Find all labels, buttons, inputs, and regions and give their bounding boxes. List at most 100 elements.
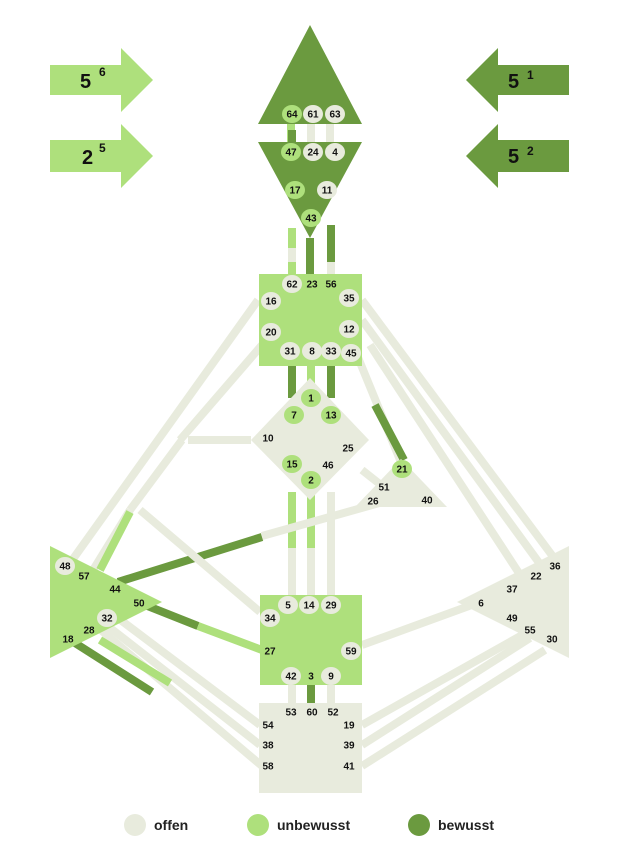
gate-circle xyxy=(317,181,337,199)
channel-segment xyxy=(359,646,548,770)
gate-circle xyxy=(97,609,117,627)
gate-number: 34 xyxy=(264,614,276,625)
arrow-bottom-right-sup: 2 xyxy=(527,144,534,158)
arrows: 5 6 2 5 5 1 5 2 xyxy=(50,48,569,188)
gate-circle xyxy=(301,389,321,407)
gate-number: 51 xyxy=(378,483,390,494)
legend-offen: offen xyxy=(124,812,188,838)
gate-circle xyxy=(282,275,302,293)
gate-number: 63 xyxy=(329,110,341,121)
channel-segment xyxy=(358,297,564,569)
gate-number: 13 xyxy=(325,411,337,422)
channel-segment xyxy=(96,510,134,572)
gate-circle xyxy=(321,596,341,614)
gate-number: 52 xyxy=(327,708,339,719)
gate-circle xyxy=(282,455,302,473)
gate-circle xyxy=(285,181,305,199)
gate-number: 26 xyxy=(367,497,379,508)
channel-segment xyxy=(97,616,263,749)
arrow-bottom-left: 2 5 xyxy=(50,124,153,188)
gate-number: 11 xyxy=(322,186,333,197)
gate-circle xyxy=(301,209,321,227)
gate-number: 1 xyxy=(308,394,314,405)
arrow-top-right-sup: 1 xyxy=(527,68,534,82)
gate-number: 29 xyxy=(325,601,337,612)
gate-number: 31 xyxy=(284,347,296,358)
gate-circle xyxy=(339,320,359,338)
gate-number: 48 xyxy=(59,562,71,573)
gate-number: 2 xyxy=(308,476,314,487)
legend-unbewusst-label: unbewusst xyxy=(277,817,351,833)
gate-number: 45 xyxy=(345,349,357,360)
gate-number: 9 xyxy=(328,672,334,683)
arrow-top-left: 5 6 xyxy=(50,48,153,112)
gate-number: 8 xyxy=(309,347,315,358)
gate-number: 36 xyxy=(549,562,561,573)
gate-number: 35 xyxy=(343,294,355,305)
gate-circle xyxy=(282,105,302,123)
gate-number: 58 xyxy=(262,762,274,773)
gate-number: 37 xyxy=(506,585,518,596)
gate-number: 30 xyxy=(546,635,558,646)
gate-number: 43 xyxy=(305,214,317,225)
gate-number: 38 xyxy=(262,741,274,752)
gate-number: 3 xyxy=(308,672,314,683)
channel-segment xyxy=(72,639,155,696)
legend-bewusst-label: bewusst xyxy=(438,817,495,833)
gate-number: 12 xyxy=(343,325,355,336)
gate-circle xyxy=(281,143,301,161)
channel-segment xyxy=(126,437,186,513)
gate-number: 18 xyxy=(62,635,74,646)
gate-number: 4 xyxy=(332,148,338,159)
gate-circle xyxy=(280,342,300,360)
gate-circle xyxy=(341,642,361,660)
legend-bewusst-dot xyxy=(408,814,430,836)
gate-number: 61 xyxy=(307,110,319,121)
arrow-top-left-value: 5 xyxy=(80,71,91,93)
arrow-bottom-left-sup: 5 xyxy=(99,141,106,155)
arrow-bottom-right-value: 5 xyxy=(508,146,519,168)
legend-offen-label: offen xyxy=(154,817,189,833)
gate-number: 15 xyxy=(286,460,298,471)
gate-number: 41 xyxy=(343,762,355,773)
gate-circle xyxy=(392,460,412,478)
gate-number: 54 xyxy=(262,721,274,732)
gate-number: 56 xyxy=(325,280,337,291)
gate-number: 55 xyxy=(524,626,536,637)
gate-circle xyxy=(339,289,359,307)
channel-segment xyxy=(358,317,552,578)
gate-circle xyxy=(341,344,361,362)
channel-segment xyxy=(366,342,534,593)
spleen-center xyxy=(50,546,162,658)
head-center xyxy=(258,25,362,124)
channel-segment xyxy=(359,634,533,749)
gate-number: 64 xyxy=(286,110,298,121)
gate-number: 19 xyxy=(343,721,355,732)
gate-number: 28 xyxy=(83,626,95,637)
gate-circle xyxy=(321,406,341,424)
gate-circle xyxy=(303,143,323,161)
gate-circle xyxy=(281,667,301,685)
gate-number: 42 xyxy=(285,672,297,683)
gate-number: 57 xyxy=(78,572,90,583)
arrow-top-right: 5 1 xyxy=(466,48,569,112)
channel-segment xyxy=(360,598,482,649)
channel-segment xyxy=(371,403,408,462)
gate-number: 6 xyxy=(478,599,484,610)
gate-number: 25 xyxy=(342,444,354,455)
gate-number: 10 xyxy=(262,434,274,445)
gate-number: 5 xyxy=(285,601,291,612)
gate-number: 21 xyxy=(396,465,408,476)
gate-number: 33 xyxy=(325,347,337,358)
gate-number: 23 xyxy=(306,280,318,291)
gate-circle xyxy=(261,323,281,341)
legend-bewusst: bewusst xyxy=(408,812,494,838)
channel-segment xyxy=(97,636,173,687)
arrow-top-right-value: 5 xyxy=(508,71,519,93)
gate-circle xyxy=(284,406,304,424)
heart-center xyxy=(355,459,447,507)
channel-segment xyxy=(196,622,264,654)
channel-segment xyxy=(137,506,263,616)
